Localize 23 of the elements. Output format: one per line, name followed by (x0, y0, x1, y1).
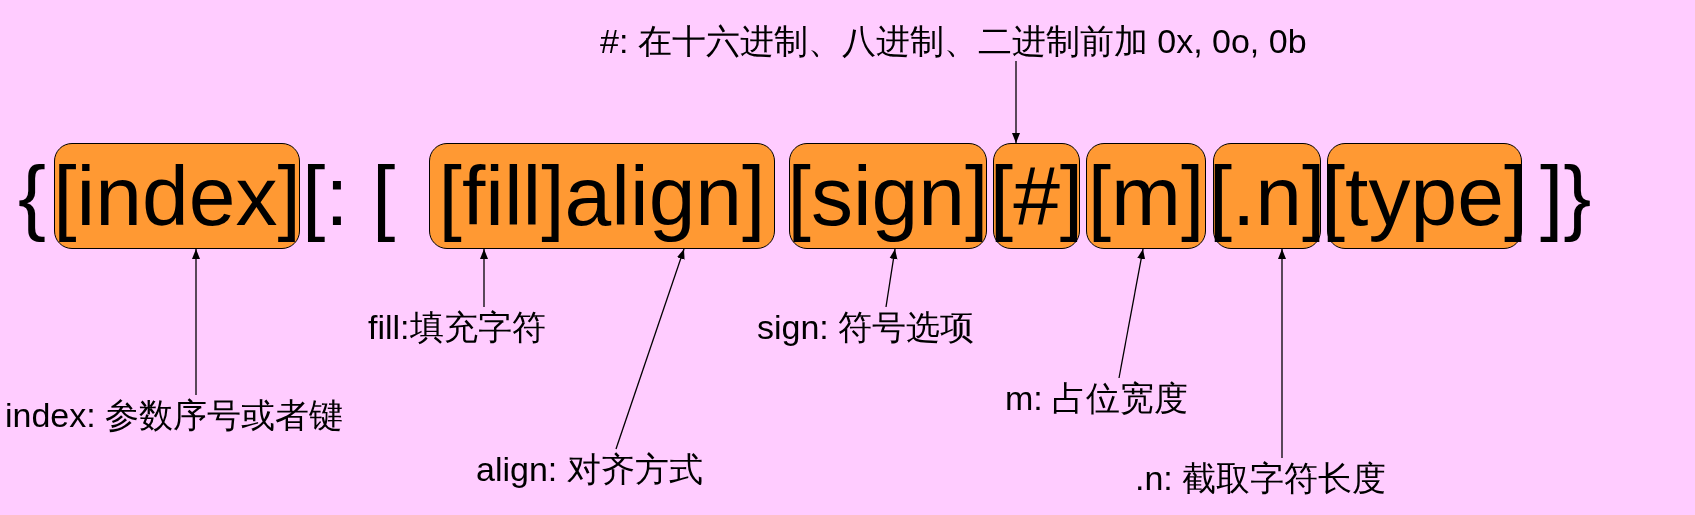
annotation-text: fill:填充字符 (368, 307, 598, 347)
highlight-box: [m] (1086, 143, 1206, 249)
annotation-text: m: 占位宽度 (1005, 378, 1235, 418)
highlight-box: [#] (993, 143, 1080, 249)
annotation-text: align: 对齐方式 (476, 449, 746, 489)
format-syntax-text: [: [ (302, 148, 396, 245)
annotation-text: #: 在十六进制、八进制、二进制前加 0x, 0o, 0b (600, 21, 1440, 61)
arrow (885, 248, 898, 308)
format-syntax-text: ]} (1540, 148, 1592, 245)
annotation-text: .n: 截取字符长度 (1135, 458, 1435, 498)
annotation-text: sign: 符号选项 (757, 307, 1017, 347)
arrow (192, 248, 200, 396)
format-syntax-text: { (18, 148, 47, 245)
arrow (1278, 248, 1286, 459)
highlight-box: [fill]align] (429, 143, 775, 249)
highlight-box: [sign] (789, 143, 987, 249)
arrow (615, 248, 685, 450)
arrow (480, 248, 488, 308)
annotation-text: index: 参数序号或者键 (5, 395, 405, 435)
arrow (1118, 248, 1146, 379)
highlight-box: [index] (54, 143, 300, 249)
arrow (1012, 60, 1020, 144)
highlight-box: [.n] (1213, 143, 1321, 249)
